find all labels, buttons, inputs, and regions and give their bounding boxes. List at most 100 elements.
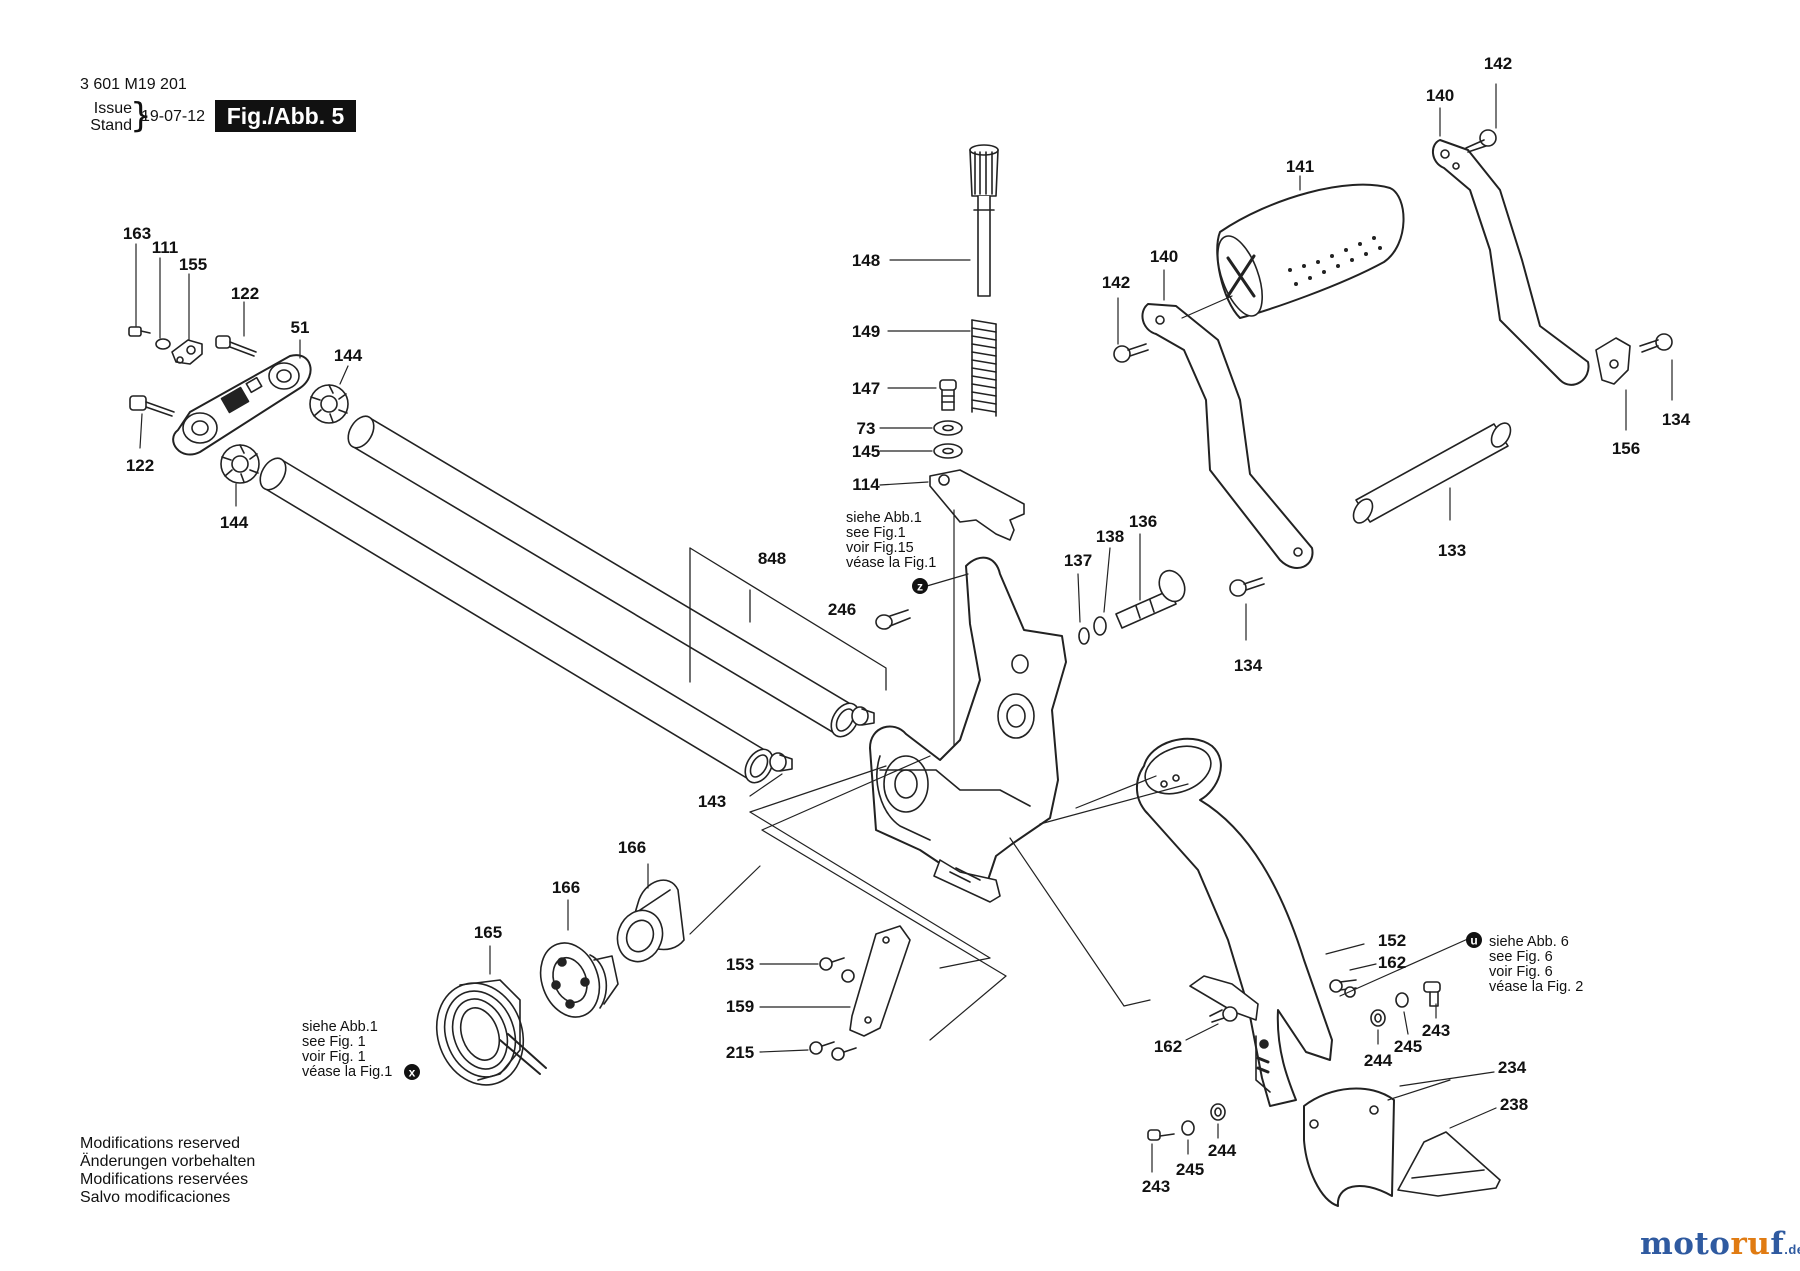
modifications-line-en: Modifications reserved <box>80 1135 241 1152</box>
label-244-lower: 244 <box>1208 1141 1237 1160</box>
part-number: 3 601 M19 201 <box>80 76 187 93</box>
part-141-grip[interactable] <box>1209 183 1405 322</box>
part-215-screw[interactable] <box>809 1041 857 1061</box>
part-156-clip[interactable] <box>1595 337 1631 385</box>
part-147-screw[interactable] <box>939 379 957 411</box>
label-149: 149 <box>852 322 880 341</box>
part-137-circlip[interactable] <box>1078 627 1090 645</box>
part-244-nut-upper[interactable] <box>1370 1009 1386 1027</box>
label-133: 133 <box>1438 541 1466 560</box>
part-163-screw[interactable] <box>128 326 151 337</box>
part-848-rod-upper[interactable] <box>343 412 864 742</box>
part-142-screw-left[interactable] <box>1113 343 1149 363</box>
part-848-rod-lower[interactable] <box>255 454 778 788</box>
part-144-star-washer-upper[interactable] <box>309 384 349 424</box>
header-brace: } <box>130 96 152 136</box>
part-140-handle-arm-right[interactable] <box>1432 139 1590 386</box>
ref-text-u: siehe Abb. 6 see Fig. 6 voir Fig. 6 véas… <box>1489 934 1583 995</box>
label-245-upper: 245 <box>1394 1037 1422 1056</box>
part-238-shield[interactable] <box>1397 1131 1501 1197</box>
ref-u-line-2: see Fig. 6 <box>1489 949 1553 965</box>
label-243-upper: 243 <box>1422 1021 1450 1040</box>
part-166-ball-bearing[interactable] <box>531 935 619 1026</box>
label-142-lower: 142 <box>1102 273 1130 292</box>
modifications-line-es: Salvo modificaciones <box>80 1189 231 1206</box>
part-234-deflector[interactable] <box>1303 1087 1395 1207</box>
part-51-end-plate[interactable] <box>172 354 312 456</box>
label-142-upper: 142 <box>1484 54 1512 73</box>
part-244-nut-lower[interactable] <box>1210 1103 1226 1121</box>
ref-z-line-1: siehe Abb.1 <box>846 510 922 526</box>
part-136-axle-pin[interactable] <box>1115 567 1189 629</box>
part-143-plug-upper[interactable] <box>851 706 875 726</box>
label-245-lower: 245 <box>1176 1160 1204 1179</box>
part-166-bearing-cup[interactable] <box>610 879 685 968</box>
ref-text-x: siehe Abb.1 see Fig. 1 voir Fig. 1 véase… <box>302 1019 392 1080</box>
label-848: 848 <box>758 549 786 568</box>
label-140-upper: 140 <box>1426 86 1454 105</box>
ref-x-line-1: siehe Abb.1 <box>302 1019 378 1035</box>
label-145: 145 <box>852 442 880 461</box>
part-main-housing[interactable] <box>869 556 1067 903</box>
figure-badge: Fig./Abb. 5 <box>215 100 356 132</box>
label-143: 143 <box>698 792 726 811</box>
ref-x-line-3: voir Fig. 1 <box>302 1049 366 1065</box>
label-136: 136 <box>1129 512 1157 531</box>
part-243-screw-upper[interactable] <box>1423 981 1441 1007</box>
label-51: 51 <box>291 318 310 337</box>
label-244-upper: 244 <box>1364 1051 1393 1070</box>
part-140-handle-arm-left[interactable] <box>1141 303 1314 569</box>
part-245-washer-upper[interactable] <box>1395 992 1409 1008</box>
watermark-tld: .de <box>1784 1242 1800 1257</box>
part-111-washer[interactable] <box>155 338 171 350</box>
assembly-guide-lines <box>689 755 1471 1101</box>
part-134-screw-right[interactable] <box>1639 333 1673 353</box>
part-73-washer[interactable] <box>933 420 963 436</box>
part-122-screw-lower[interactable] <box>129 395 175 417</box>
part-246-screw[interactable] <box>875 609 911 630</box>
label-166-upper: 166 <box>618 838 646 857</box>
ref-x-line-2: see Fig. 1 <box>302 1034 366 1050</box>
ref-u-line-4: véase la Fig. 2 <box>1489 979 1583 995</box>
watermark-part-3: f <box>1770 1226 1785 1262</box>
part-chute-guard[interactable] <box>1136 737 1333 1107</box>
ref-marker-x: x <box>404 1064 420 1080</box>
part-142-screw-right[interactable] <box>1465 129 1497 153</box>
label-134-right: 134 <box>1662 410 1691 429</box>
part-134-screw-left[interactable] <box>1229 577 1265 597</box>
part-165-spring[interactable] <box>423 971 547 1097</box>
part-148-knob-pin[interactable] <box>969 144 999 297</box>
ref-z-line-2: see Fig.1 <box>846 525 906 541</box>
part-144-star-washer-lower[interactable] <box>220 444 260 484</box>
part-149-compression-spring[interactable] <box>971 319 997 417</box>
part-153-screw[interactable] <box>819 957 855 983</box>
ref-z-line-4: véase la Fig.1 <box>846 555 936 571</box>
part-145-washer[interactable] <box>933 443 963 459</box>
label-234: 234 <box>1498 1058 1527 1077</box>
label-246: 246 <box>828 600 856 619</box>
part-245-washer-lower[interactable] <box>1181 1120 1195 1136</box>
watermark-part-2: ru <box>1730 1226 1771 1262</box>
part-243-screw-lower[interactable] <box>1147 1129 1175 1141</box>
issue-date: 19-07-12 <box>141 108 206 125</box>
part-143-plug-lower[interactable] <box>769 752 793 772</box>
label-144-lower: 144 <box>220 513 249 532</box>
label-137: 137 <box>1064 551 1092 570</box>
label-153: 153 <box>726 955 754 974</box>
ref-z-line-3: voir Fig.15 <box>846 540 914 556</box>
modifications-line-fr: Modifications reservées <box>80 1171 249 1188</box>
ref-marker-z-letter: z <box>917 580 923 594</box>
part-159-cover-plate[interactable] <box>849 925 911 1037</box>
label-114: 114 <box>852 475 880 494</box>
part-138-ring[interactable] <box>1093 616 1107 636</box>
label-111: 111 <box>152 238 179 257</box>
part-162-screw-lower[interactable] <box>1209 1006 1238 1023</box>
part-114-lock-plate[interactable] <box>929 469 1025 541</box>
ref-marker-z: z <box>912 578 928 594</box>
label-144-upper: 144 <box>334 346 363 365</box>
part-number-labels: 163 111 155 122 51 144 122 144 148 149 1… <box>123 54 1691 1196</box>
part-122-screw-upper[interactable] <box>215 335 257 357</box>
part-155-clamp[interactable] <box>171 339 203 365</box>
part-133-bar[interactable] <box>1350 420 1515 527</box>
